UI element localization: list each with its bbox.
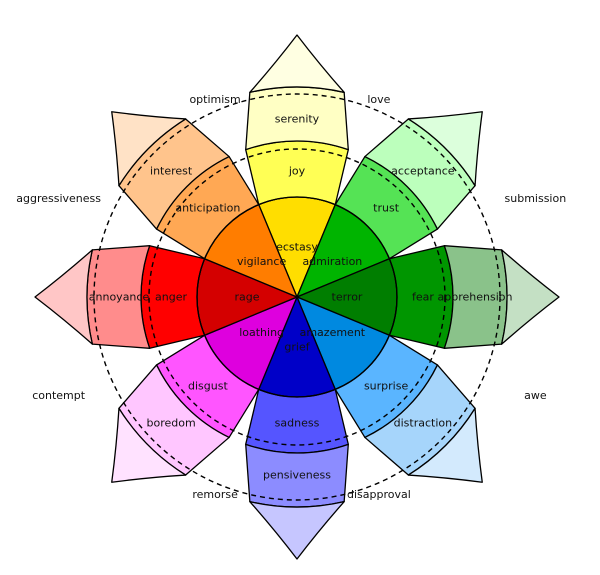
dyad-labels-layer: love submission awe disapproval remorse conte… bbox=[16, 93, 566, 501]
emotion-label-vigilance: vigilance bbox=[237, 255, 286, 268]
dyad-label-disapproval: disapproval bbox=[347, 488, 411, 501]
labels-layer: ecstasy joy serenity admiration trust accepta… bbox=[89, 113, 513, 482]
emotion-label-interest: interest bbox=[150, 165, 193, 178]
emotion-label-admiration: admiration bbox=[302, 255, 362, 268]
emotion-label-anticipation: anticipation bbox=[175, 201, 240, 214]
petal-fear bbox=[296, 245, 560, 349]
emotion-label-serenity: serenity bbox=[275, 113, 320, 126]
inner-ring bbox=[196, 196, 398, 398]
emotion-label-surprise: surprise bbox=[364, 380, 409, 393]
rings-layer bbox=[93, 93, 501, 501]
petal-anticipation bbox=[111, 111, 298, 298]
petal-disgust bbox=[111, 296, 298, 483]
dyad-label-aggressiveness: aggressiveness bbox=[16, 192, 101, 205]
petal-disgust-tip bbox=[111, 407, 187, 483]
emotion-label-trust: trust bbox=[373, 201, 400, 214]
dashed-inner-ring bbox=[148, 148, 446, 446]
petal-anticipation-tip bbox=[111, 111, 187, 187]
emotion-label-amazement: amazement bbox=[300, 326, 366, 339]
emotion-label-loathing: loathing bbox=[239, 326, 284, 339]
petal-surprise bbox=[296, 296, 483, 483]
emotion-label-rage: rage bbox=[234, 291, 259, 304]
emotion-label-annoyance: annoyance bbox=[89, 291, 150, 304]
petal-sadness bbox=[245, 296, 349, 560]
emotion-label-ecstasy: ecstasy bbox=[276, 241, 318, 254]
petals-layer bbox=[34, 34, 560, 560]
petal-anger bbox=[34, 245, 298, 349]
emotion-label-distraction: distraction bbox=[394, 416, 452, 429]
petal-sadness-tip bbox=[249, 500, 345, 560]
emotion-label-grief: grief bbox=[284, 341, 310, 354]
petal-joy bbox=[245, 34, 349, 298]
emotion-label-terror: terror bbox=[332, 291, 363, 304]
emotion-label-acceptance: acceptance bbox=[391, 165, 455, 178]
emotion-label-fear: fear bbox=[412, 291, 434, 304]
dyad-label-remorse: remorse bbox=[192, 488, 238, 501]
dyad-label-optimism: optimism bbox=[189, 93, 240, 106]
dyad-label-submission: submission bbox=[505, 192, 567, 205]
dashed-outer-ring bbox=[93, 93, 501, 501]
dyad-label-contempt: contempt bbox=[32, 389, 86, 402]
dyad-label-awe: awe bbox=[524, 389, 547, 402]
petal-trust-tip bbox=[407, 111, 483, 187]
petal-surprise-tip bbox=[407, 407, 483, 483]
petal-anger-tip bbox=[34, 249, 94, 345]
petal-fear-tip bbox=[500, 249, 560, 345]
emotion-label-joy: joy bbox=[288, 165, 306, 178]
emotion-label-apprehension: apprehension bbox=[438, 291, 513, 304]
emotion-label-anger: anger bbox=[155, 291, 187, 304]
emotion-label-pensiveness: pensiveness bbox=[263, 469, 331, 482]
emotion-label-boredom: boredom bbox=[147, 416, 196, 429]
emotion-label-sadness: sadness bbox=[275, 417, 320, 430]
dyad-label-love: love bbox=[367, 93, 390, 106]
emotion-label-disgust: disgust bbox=[188, 380, 228, 393]
petal-joy-tip bbox=[249, 34, 345, 94]
